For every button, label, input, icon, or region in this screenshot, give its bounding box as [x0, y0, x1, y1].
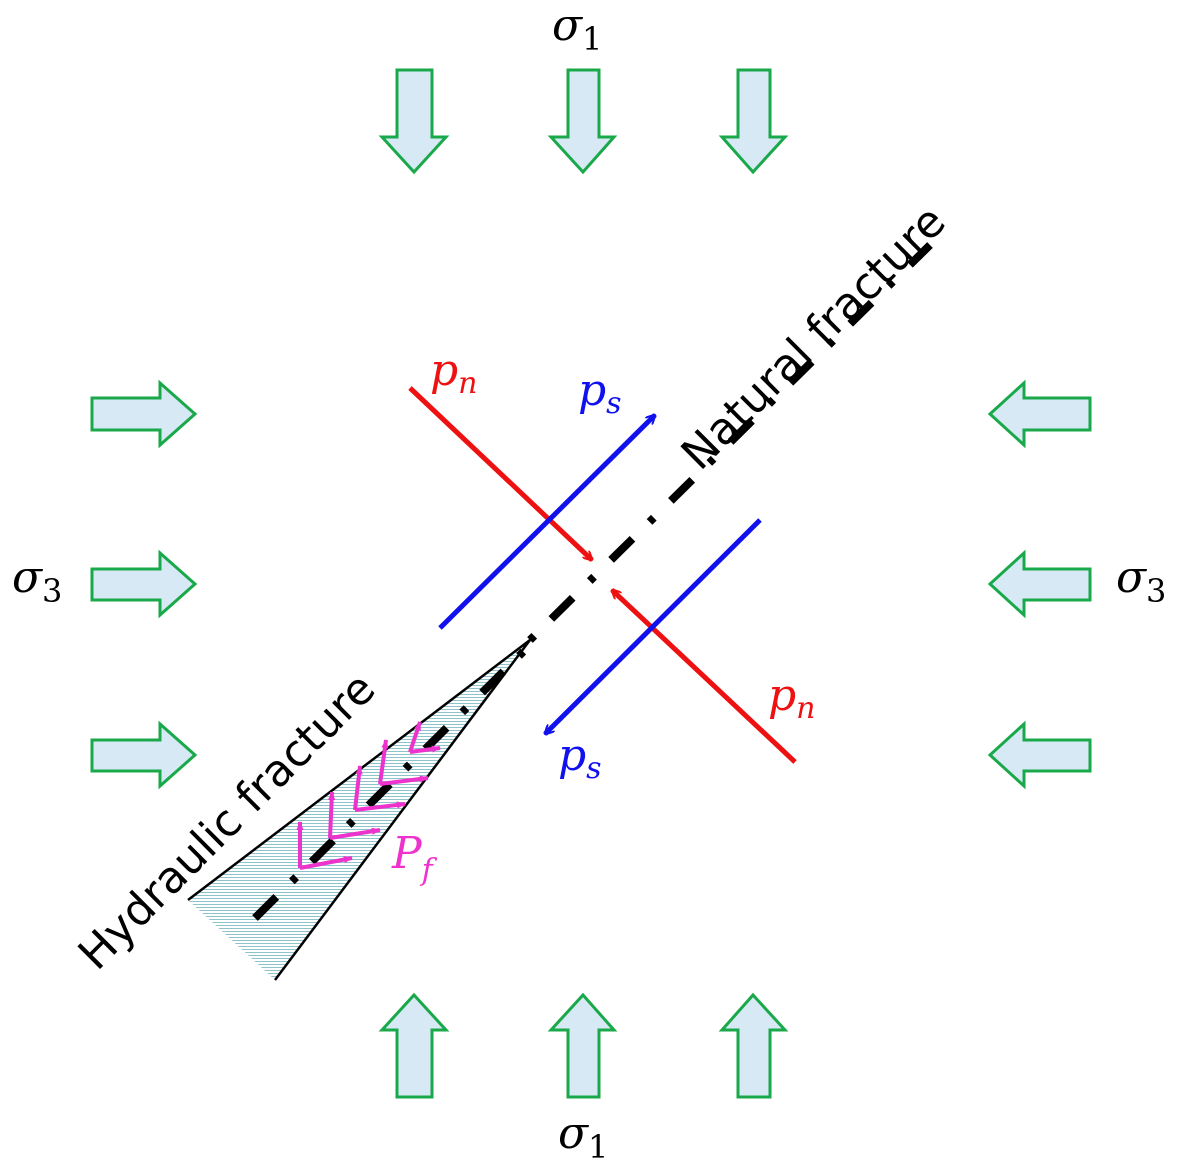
- natural-fracture-label: Natural fracture: [672, 196, 956, 480]
- sigma1-bottom-label: σ1: [558, 1108, 608, 1166]
- shear-stress-label-lower: ps: [558, 730, 602, 786]
- normal-stress-arrow-upper: [408, 386, 592, 560]
- stress-arrow-down: [547, 68, 618, 175]
- sigma3-right-label: σ3: [1116, 552, 1166, 610]
- normal-stress-label-upper: pn: [430, 345, 478, 401]
- fluid-pressure-label: Pf: [391, 828, 438, 888]
- stress-arrow-right: [90, 379, 198, 449]
- stress-arrow-up: [718, 992, 789, 1099]
- fluid-pressure-arrows: [296, 721, 441, 870]
- stress-arrow-right: [90, 720, 198, 790]
- natural-fracture-line: [527, 242, 933, 643]
- shear-stress-arrow-upper: [438, 415, 655, 630]
- stress-arrow-up: [378, 992, 450, 1099]
- stress-arrow-down: [718, 68, 789, 175]
- sigma1-top-arrows: [378, 68, 789, 175]
- sigma3-right-arrows: [987, 379, 1092, 790]
- stress-arrow-left: [987, 379, 1092, 449]
- shear-stress-label-upper: ps: [578, 365, 622, 421]
- shear-stress-arrow-lower: [545, 518, 762, 734]
- stress-arrow-left: [987, 549, 1092, 619]
- sigma1-top-label: σ1: [552, 0, 602, 58]
- normal-stress-arrow-lower: [612, 590, 797, 764]
- stress-arrow-right: [90, 549, 198, 619]
- normal-stress-label-lower: pn: [768, 670, 816, 726]
- sigma1-bottom-arrows: [378, 992, 789, 1099]
- sigma3-left-label: σ3: [12, 552, 62, 610]
- stress-arrow-down: [378, 68, 450, 175]
- stress-arrow-up: [547, 992, 618, 1099]
- sigma3-left-arrows: [90, 379, 198, 790]
- stress-arrow-left: [987, 720, 1092, 790]
